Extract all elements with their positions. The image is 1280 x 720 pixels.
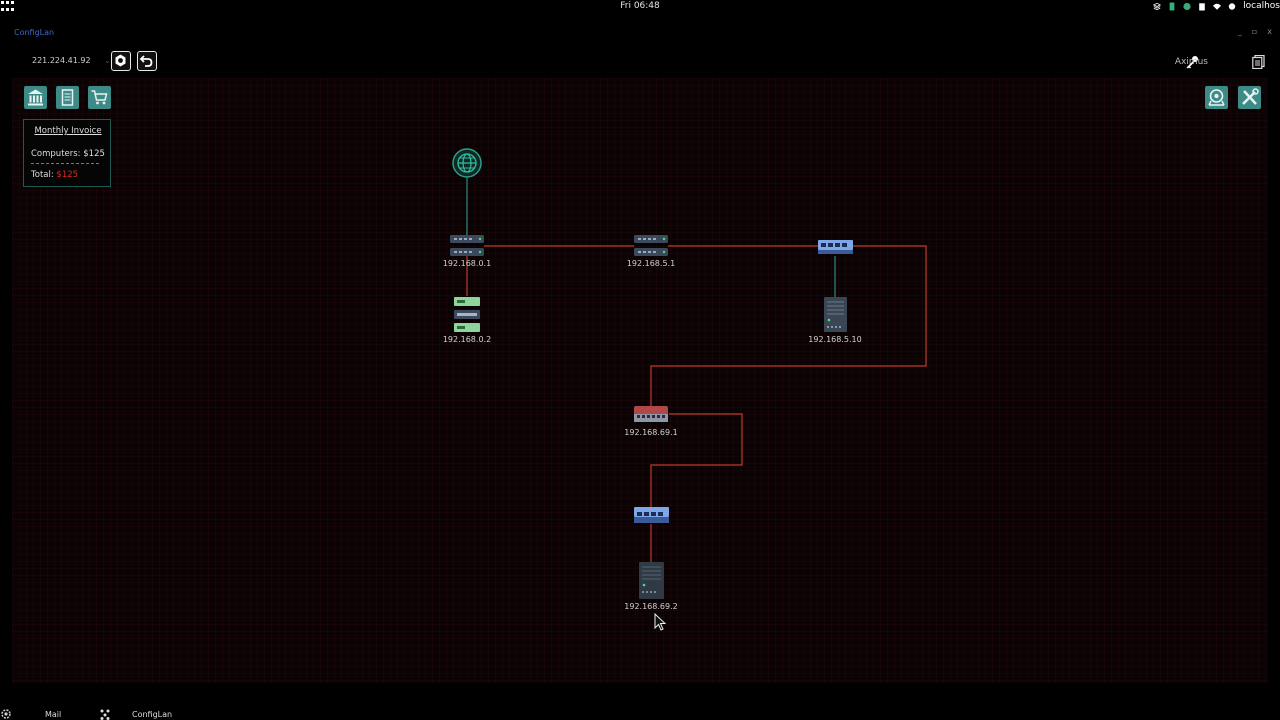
user-dot-icon[interactable] [1228,2,1236,11]
network-links [466,175,927,562]
ip-address-value: 221.224.41.92 [32,56,91,65]
clipboard-icon[interactable] [1198,2,1206,11]
tools-icon [1242,88,1259,105]
invoice-total-label: Total: [31,170,54,180]
documents-icon[interactable] [1252,55,1265,69]
ip-address-select[interactable]: 221.224.41.92 ⌄ [32,56,110,65]
invoice-title: Monthly Invoice [34,126,102,136]
wifi-icon[interactable] [1213,2,1222,11]
window-title: ConfigLan [14,28,55,37]
settings-button[interactable] [111,51,131,71]
router-icon[interactable] [634,235,668,256]
invoice-divider [31,163,99,164]
bank-button[interactable] [24,86,47,109]
system-top-bar [0,0,1280,13]
invoice-total: Total: $125 [31,170,78,180]
window-controls[interactable]: _ ▫ x [1238,27,1272,36]
layers-icon[interactable] [1153,2,1162,11]
internet-globe-icon[interactable] [452,148,482,178]
undo-icon [139,55,153,67]
server-tower-icon[interactable] [824,297,847,332]
bank-icon [28,89,43,106]
node-label-server-c: 192.168.69.2 [624,602,678,611]
status-dot-icon[interactable] [1183,2,1191,11]
taskbar [0,704,1280,720]
gear-icon [115,54,126,67]
invoice-button[interactable] [56,86,79,109]
taskbar-item-configlan[interactable]: ConfigLan [132,710,173,719]
invoice-total-value: $125 [56,170,79,180]
node-label-server-a: 192.168.0.2 [442,335,492,344]
minimize-button[interactable]: _ [1237,27,1242,36]
username-label[interactable]: Aximus [1174,57,1208,67]
battery-green-icon[interactable] [1168,2,1176,11]
settings-gear-icon[interactable] [0,708,12,720]
document-icon [61,89,74,106]
link-router-c-switch-c [650,413,743,507]
network-view-button[interactable] [1205,86,1228,109]
key-icon[interactable] [1185,55,1199,69]
cart-icon [91,90,108,105]
switch-icon[interactable] [634,507,669,523]
monthly-invoice-panel: Monthly Invoice Computers: $125 Total: $… [23,119,111,187]
undo-button[interactable] [137,51,157,71]
network-nodes-icon[interactable] [99,708,111,720]
network-eye-icon [1208,89,1225,106]
close-button[interactable]: x [1267,27,1272,36]
tools-button[interactable] [1238,86,1261,109]
server-stack-icon[interactable] [454,297,480,332]
node-label-server-b: 192.168.5.10 [808,335,862,344]
node-label-router-c: 192.168.69.1 [624,428,678,437]
maximize-button[interactable]: ▫ [1251,27,1258,36]
switch-icon[interactable] [818,240,853,254]
node-label-router-a: 192.168.0.1 [442,259,492,268]
host-label[interactable]: localhos [1243,1,1280,11]
server-tower-icon[interactable] [639,562,664,599]
taskbar-item-mail[interactable]: Mail [45,710,62,719]
router-icon[interactable] [450,235,484,256]
system-tray[interactable]: localhos [1153,1,1280,11]
system-clock[interactable]: Fri 06:48 [620,1,660,11]
invoice-line-item: Computers: $125 [31,149,105,159]
mouse-cursor-icon [654,612,667,631]
apps-grid-icon[interactable] [1,1,15,13]
link-switch-b-router-c [650,245,927,406]
shop-button[interactable] [88,86,111,109]
chevron-down-icon: ⌄ [104,57,111,65]
router-red-icon[interactable] [634,406,668,422]
node-label-router-b: 192.168.5.1 [626,259,676,268]
